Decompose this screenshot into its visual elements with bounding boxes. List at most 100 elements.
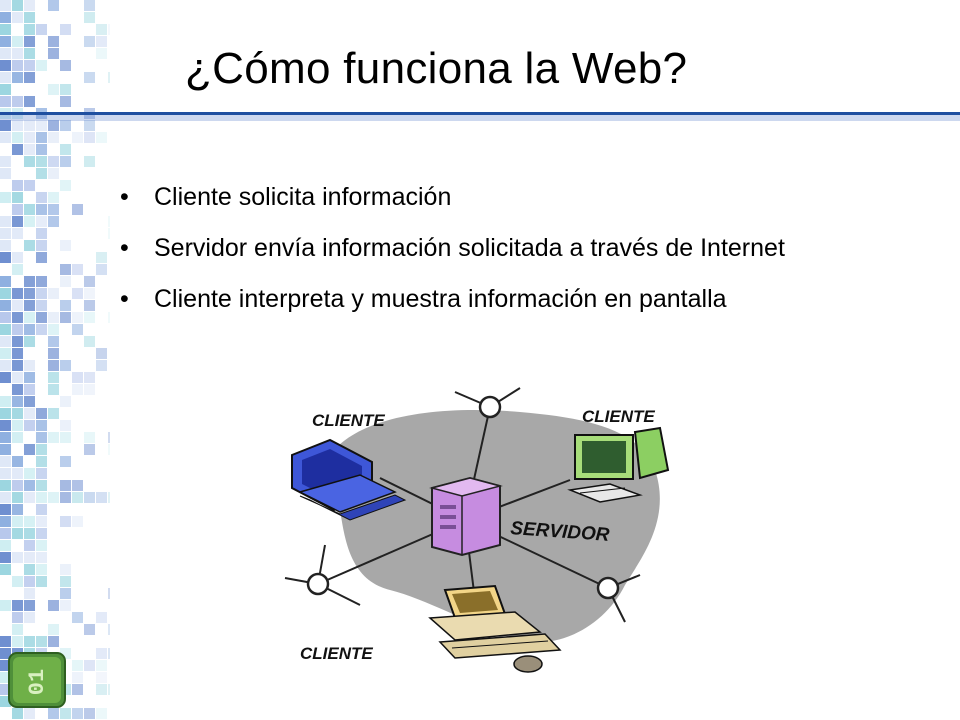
mosaic-tile — [12, 144, 23, 155]
mosaic-tile — [72, 324, 83, 335]
mosaic-tile — [84, 372, 95, 383]
mosaic-tile — [24, 480, 35, 491]
mosaic-tile — [24, 564, 35, 575]
mosaic-tile — [36, 312, 47, 323]
mosaic-tile — [12, 432, 23, 443]
bullet-marker: • — [120, 183, 129, 211]
mosaic-tile — [24, 528, 35, 539]
mosaic-tile — [12, 180, 23, 191]
mosaic-tile — [12, 60, 23, 71]
title-underline — [0, 112, 960, 121]
mosaic-tile — [12, 192, 23, 203]
mosaic-tile — [60, 588, 71, 599]
mosaic-tile — [60, 648, 71, 659]
bullet-marker: • — [120, 285, 129, 313]
mosaic-tile — [48, 288, 59, 299]
mosaic-tile — [12, 480, 23, 491]
mosaic-tile — [24, 12, 35, 23]
mosaic-tile — [84, 132, 95, 143]
mosaic-tile — [60, 492, 71, 503]
mosaic-tile — [36, 528, 47, 539]
mosaic-tile — [72, 372, 83, 383]
mosaic-tile — [96, 252, 107, 263]
mosaic-tile — [0, 204, 11, 215]
slide-number-badge: 01 — [8, 652, 66, 708]
mosaic-tile — [12, 36, 23, 47]
mosaic-tile — [0, 588, 11, 599]
mosaic-tile — [0, 336, 11, 347]
mosaic-tile — [24, 288, 35, 299]
network-node — [478, 395, 502, 419]
mosaic-tile — [12, 396, 23, 407]
mosaic-tile — [0, 672, 11, 683]
mosaic-tile — [60, 708, 71, 719]
mosaic-tile — [96, 360, 107, 371]
mosaic-tile — [0, 288, 11, 299]
mosaic-tile — [108, 492, 110, 503]
mosaic-tile — [48, 216, 59, 227]
mosaic-tile — [60, 96, 71, 107]
mosaic-tile — [72, 288, 83, 299]
mosaic-tile — [36, 24, 47, 35]
mosaic-tile — [108, 624, 110, 635]
mosaic-tile — [0, 240, 11, 251]
mosaic-tile — [24, 324, 35, 335]
mosaic-tile — [48, 372, 59, 383]
mosaic-tile — [0, 120, 11, 131]
mosaic-tile — [24, 0, 35, 11]
mosaic-tile — [60, 600, 71, 611]
mosaic-tile — [60, 60, 71, 71]
bullet-item: • Cliente interpreta y muestra informaci… — [118, 282, 950, 317]
mosaic-tile — [12, 468, 23, 479]
bullet-list: • Cliente solicita información • Servido… — [118, 180, 950, 333]
mosaic-tile — [12, 600, 23, 611]
mosaic-tile — [0, 564, 11, 575]
mosaic-tile — [84, 204, 95, 215]
mosaic-tile — [12, 48, 23, 59]
mosaic-tile — [24, 576, 35, 587]
mosaic-tile — [72, 660, 83, 671]
bullet-text: Cliente interpreta y muestra información… — [154, 285, 727, 313]
mosaic-tile — [60, 420, 71, 431]
mosaic-tile — [24, 540, 35, 551]
mosaic-tile — [0, 696, 11, 707]
mosaic-tile — [36, 636, 47, 647]
mosaic-tile — [36, 156, 47, 167]
mosaic-tile — [36, 204, 47, 215]
client-server-diagram: SERVIDOR CLIENTE CLIENTE CLIENTE — [284, 387, 670, 673]
mosaic-tile — [12, 336, 23, 347]
mosaic-tile — [36, 276, 47, 287]
mosaic-tile — [0, 12, 11, 23]
mosaic-tile — [24, 636, 35, 647]
mosaic-tile — [60, 240, 71, 251]
mosaic-tile — [0, 552, 11, 563]
mosaic-tile — [36, 444, 47, 455]
mosaic-tile — [0, 96, 11, 107]
mosaic-tile — [0, 492, 11, 503]
mosaic-tile — [12, 444, 23, 455]
server-tower-icon — [429, 476, 503, 557]
mosaic-tile — [0, 660, 11, 671]
mosaic-tile — [60, 180, 71, 191]
mosaic-tile — [0, 684, 11, 695]
mosaic-tile — [60, 564, 71, 575]
mosaic-tile — [60, 480, 71, 491]
mosaic-tile — [24, 36, 35, 47]
mosaic-tile — [36, 384, 47, 395]
mosaic-tile — [96, 132, 107, 143]
mosaic-tile — [72, 360, 83, 371]
mosaic-tile — [12, 564, 23, 575]
mosaic-tile — [12, 300, 23, 311]
mosaic-tile — [60, 24, 71, 35]
network-node — [306, 572, 330, 596]
mosaic-tile — [48, 324, 59, 335]
mosaic-tile — [0, 504, 11, 515]
bullet-text: Servidor envía información solicitada a … — [154, 234, 785, 262]
mosaic-tile — [24, 708, 35, 719]
mosaic-tile — [12, 528, 23, 539]
mosaic-tile — [36, 372, 47, 383]
mosaic-tile — [24, 120, 35, 131]
mosaic-tile — [12, 552, 23, 563]
mosaic-tile — [96, 264, 107, 275]
